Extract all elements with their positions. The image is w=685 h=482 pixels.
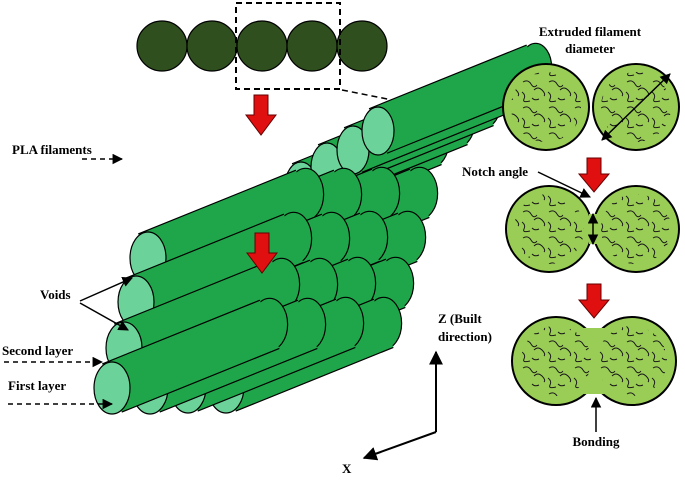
filament-edge	[121, 347, 280, 413]
fiber-texture	[601, 194, 671, 264]
selection-box	[235, 2, 341, 90]
filament-edge	[114, 259, 273, 325]
diameter-arrow	[601, 73, 671, 141]
filament-edge	[159, 347, 318, 413]
pointer-notch	[537, 171, 591, 198]
filament-body	[138, 170, 316, 283]
filament-body	[369, 45, 545, 154]
stage-2-notched-filaments	[505, 185, 680, 273]
label-z-axis-1: Z (Built	[438, 311, 482, 326]
filament-cross-section	[236, 20, 288, 72]
process-arrow-3	[577, 157, 611, 193]
pointer-void-2	[79, 302, 129, 331]
process-arrow-4	[577, 283, 611, 319]
top-row-filaments	[136, 20, 388, 72]
label-x-axis: X	[342, 461, 352, 476]
label-pla-filaments: PLA filaments	[12, 142, 92, 157]
label-notch-angle: Notch angle	[462, 164, 528, 179]
label-second-layer: Second layer	[2, 343, 73, 358]
filament-edge	[235, 346, 394, 412]
filament-front-end	[93, 361, 131, 415]
fiber-texture	[597, 326, 667, 396]
label-extruded-2: diameter	[565, 41, 615, 56]
filament-edge	[102, 299, 261, 365]
stage-1-separate-filaments	[502, 63, 680, 151]
filament-cross-section	[336, 20, 388, 72]
fiber-texture	[514, 194, 584, 264]
filament-edge	[197, 346, 356, 412]
filament-cylinder	[93, 297, 289, 415]
label-z-axis-2: direction)	[438, 329, 492, 344]
pointer-void-1	[79, 277, 133, 302]
filament-edge	[361, 108, 520, 173]
filament-edge	[138, 169, 297, 235]
filament-edge	[126, 213, 285, 279]
process-arrow-1	[245, 94, 277, 136]
filament-cross-section	[286, 20, 338, 72]
label-first-layer: First layer	[8, 378, 66, 393]
x-axis-arrow	[362, 431, 437, 461]
filament-edge	[368, 44, 527, 110]
label-extruded-1: Extruded filament	[539, 24, 642, 39]
fiber-texture	[511, 72, 581, 142]
filament-body	[102, 300, 280, 413]
filament-cross-section	[136, 20, 188, 72]
filament-cross-section	[186, 20, 238, 72]
label-bonding: Bonding	[573, 434, 620, 449]
filament-front-end	[361, 106, 395, 156]
label-voids: Voids	[40, 287, 71, 302]
filament-stack	[93, 42, 553, 415]
process-arrow-2	[246, 232, 278, 274]
fiber-texture	[521, 326, 591, 396]
stage-3-bonded-filaments	[511, 316, 677, 406]
